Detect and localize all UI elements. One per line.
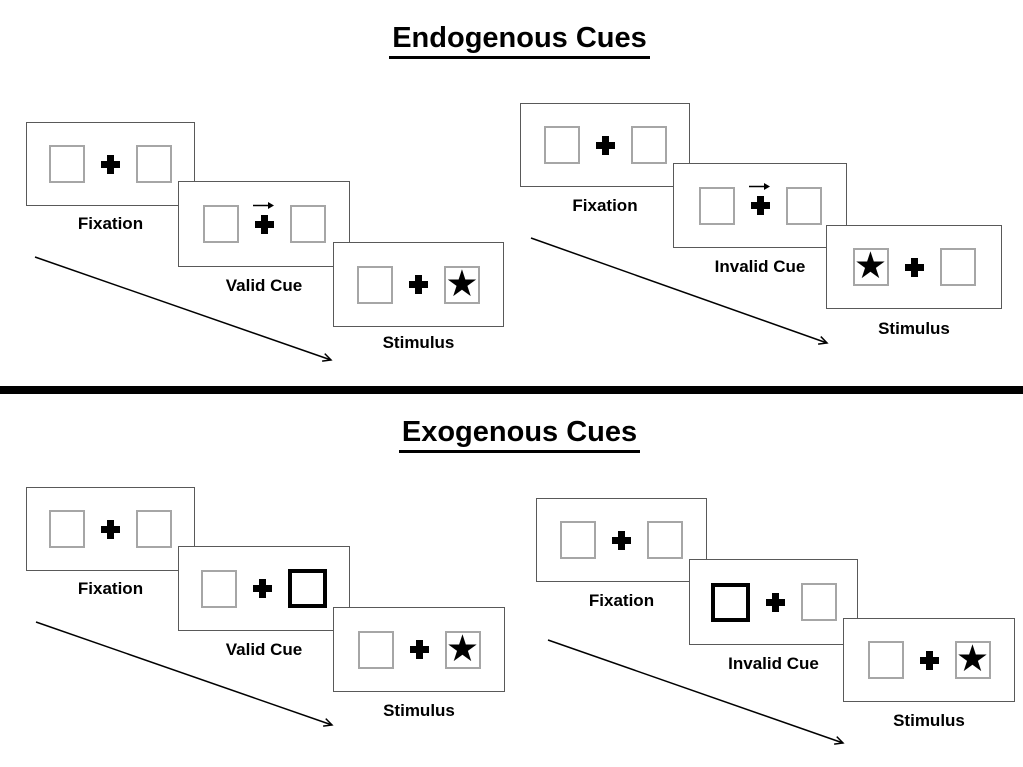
- right-placeholder-square: [136, 510, 172, 548]
- exogenous-valid-fixation-panel: [26, 487, 195, 571]
- cue-cross-group: [749, 183, 770, 215]
- star-icon: ★: [955, 637, 990, 680]
- left-placeholder-square: [49, 145, 85, 183]
- right-placeholder-square: [785, 186, 822, 225]
- diagonal-down-right-arrow-icon: [530, 237, 829, 345]
- right-placeholder-square: [647, 521, 683, 559]
- fixation-cross-icon: [101, 154, 120, 174]
- section-title: Exogenous Cues: [398, 416, 641, 453]
- fixation-cross-icon: [919, 650, 939, 670]
- fixation-cross-icon: [612, 530, 631, 550]
- fixation-cross-icon: [904, 257, 924, 277]
- section-title: Endogenous Cues: [389, 22, 650, 59]
- diagonal-down-right-arrow-icon: [34, 256, 333, 362]
- panel-label: Valid Cue: [225, 640, 303, 659]
- right-arrow-icon: [749, 183, 770, 190]
- exogenous-invalid-cue-panel: [689, 559, 858, 645]
- exogenous-invalid-fixation-panel: [536, 498, 707, 582]
- endogenous-invalid-stimulus-panel: ★: [826, 225, 1002, 309]
- left-placeholder-square: [49, 510, 85, 548]
- fixation-cross-icon: [101, 519, 120, 539]
- left-placeholder-square: [698, 186, 735, 225]
- endogenous-valid-fixation-panel: [26, 122, 195, 206]
- right-arrow-icon: [253, 201, 274, 209]
- fixation-cross-icon: [409, 275, 428, 294]
- exogenous-invalid-stimulus-panel: ★: [843, 618, 1015, 702]
- star-icon: ★: [445, 261, 479, 305]
- left-placeholder-square: [202, 205, 239, 243]
- right-placeholder-square: [630, 126, 667, 164]
- panel-label: Stimulus: [878, 319, 950, 338]
- panel-label: Fixation: [77, 579, 144, 598]
- panel-label: Stimulus: [383, 701, 455, 720]
- fixation-cross-icon: [254, 214, 274, 234]
- section-header-endogenous: Endogenous Cues: [16, 22, 1023, 59]
- left-placeholder-square: [867, 641, 904, 679]
- star-icon: ★: [853, 244, 888, 287]
- right-target-square: ★: [954, 637, 991, 680]
- right-target-square: ★: [444, 261, 480, 305]
- fixation-cross-icon: [409, 640, 429, 659]
- star-icon: ★: [445, 626, 480, 670]
- left-highlighted-cue-square: [710, 582, 750, 622]
- endogenous-invalid-cue-panel: [673, 163, 847, 248]
- fixation-cross-icon: [750, 196, 770, 215]
- left-placeholder-square: [357, 265, 393, 304]
- panel-label: Fixation: [572, 196, 638, 215]
- endogenous-valid-cue-panel: [178, 181, 350, 267]
- section-divider: [0, 386, 1023, 394]
- endogenous-invalid-fixation-panel: [520, 103, 690, 187]
- section-header-exogenous: Exogenous Cues: [16, 416, 1023, 453]
- left-placeholder-square: [543, 126, 580, 164]
- right-placeholder-square: [289, 205, 326, 243]
- left-placeholder-square: [201, 569, 237, 608]
- endogenous-valid-stimulus-panel: ★: [333, 242, 504, 327]
- fixation-cross-icon: [253, 579, 272, 598]
- panel-label: Fixation: [77, 214, 144, 233]
- cue-cross-group: [253, 201, 274, 234]
- panel-label: Stimulus: [893, 711, 965, 730]
- exogenous-valid-cue-panel: [178, 546, 350, 631]
- right-placeholder-square: [939, 248, 976, 286]
- panel-label: Valid Cue: [225, 276, 303, 295]
- left-target-square: ★: [852, 244, 889, 287]
- exogenous-valid-stimulus-panel: ★: [333, 607, 505, 692]
- panel-label: Invalid Cue: [728, 654, 819, 673]
- right-placeholder-square: [136, 145, 172, 183]
- fixation-cross-icon: [765, 592, 785, 612]
- right-placeholder-square: [800, 583, 837, 621]
- left-placeholder-square: [357, 630, 394, 669]
- fixation-cross-icon: [595, 135, 615, 155]
- right-target-square: ★: [444, 626, 481, 670]
- diagonal-down-right-arrow-icon: [547, 639, 845, 745]
- diagonal-down-right-arrow-icon: [35, 621, 334, 727]
- left-placeholder-square: [560, 521, 596, 559]
- right-highlighted-cue-square: [288, 569, 327, 608]
- panel-label: Invalid Cue: [714, 257, 806, 276]
- panel-label: Stimulus: [382, 333, 455, 352]
- panel-label: Fixation: [588, 591, 655, 610]
